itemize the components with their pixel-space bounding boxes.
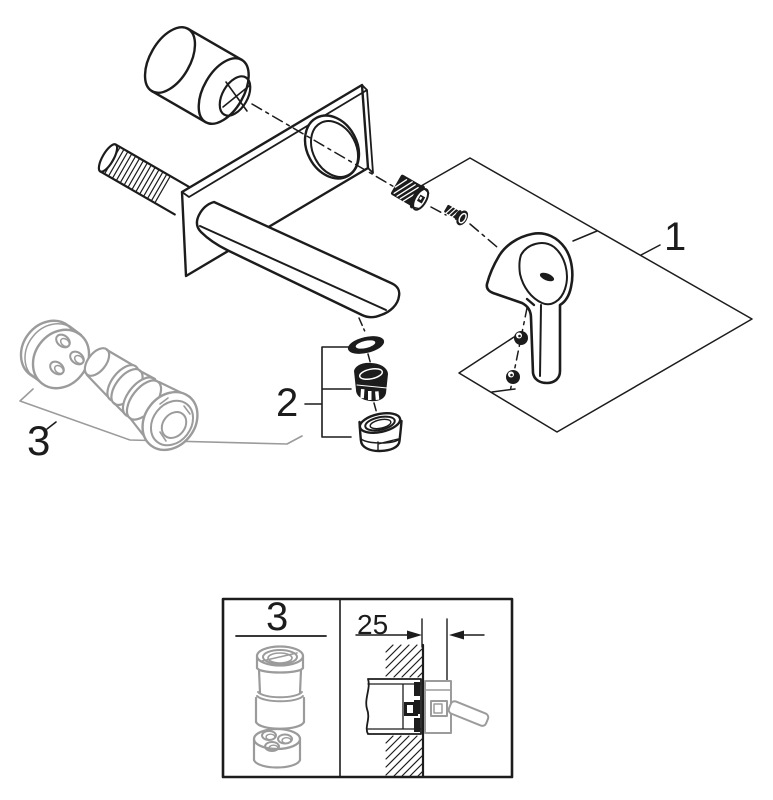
handle-screw-drawing	[444, 204, 469, 226]
wall-hatching	[385, 644, 424, 777]
set-screws-drawing	[506, 331, 528, 384]
aerator-insert-drawing	[354, 362, 388, 402]
detail-box-part-label: 3	[266, 595, 289, 639]
spout-drawing	[195, 200, 401, 319]
dimension-value-label: 25	[357, 609, 389, 640]
callout-3-leader	[19, 388, 303, 445]
dimension-lines	[355, 618, 485, 682]
aerator-gasket-drawing	[347, 336, 385, 354]
escutcheon-sleeve-drawing	[143, 26, 252, 125]
callout-3-label: 3	[27, 417, 51, 464]
rough-in-body-drawing	[365, 678, 422, 735]
connector-socket-drawing	[83, 347, 199, 452]
threaded-stud-drawing	[97, 143, 192, 216]
lever-handle-drawing	[485, 232, 574, 385]
detail-part-disc-drawing	[252, 727, 302, 769]
handle-adapter-drawing	[390, 174, 430, 211]
detail-part-socket-drawing	[254, 645, 306, 730]
callout-1-outline	[420, 157, 753, 433]
dimension-arrow-left-icon	[449, 630, 464, 640]
wall-section-drawing	[355, 618, 490, 778]
dimension-arrow-right-icon	[407, 630, 422, 640]
connector-disc-drawing	[19, 319, 91, 390]
callout-2-label: 2	[276, 381, 299, 425]
callout-2-bracket	[304, 346, 352, 438]
aerator-shell-drawing	[358, 412, 403, 453]
finished-faucet-ghost-drawing	[424, 680, 490, 734]
callout-1-label: 1	[664, 215, 687, 259]
